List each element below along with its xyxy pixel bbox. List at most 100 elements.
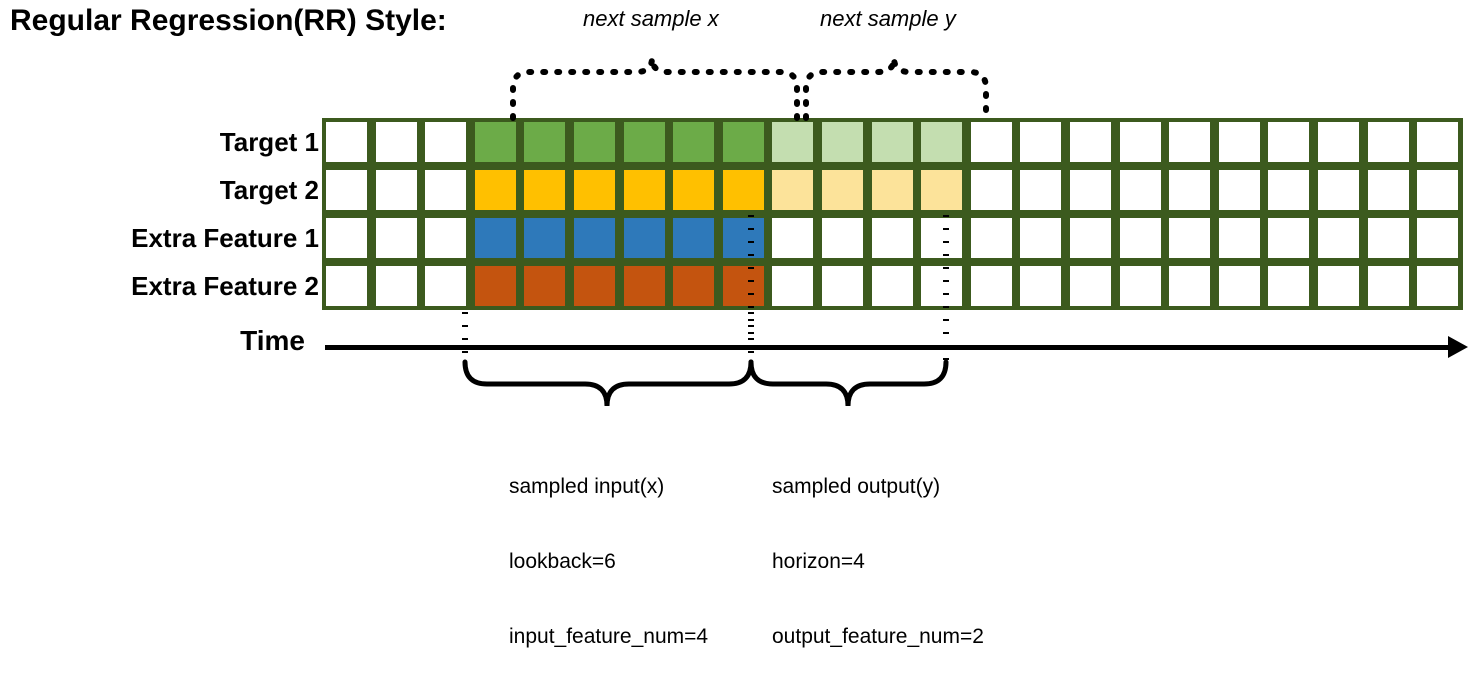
grid-cell-empty (425, 170, 467, 210)
grid-cell-empty (425, 218, 467, 258)
grid-cell-empty (1169, 218, 1211, 258)
grid-cell-empty (1367, 266, 1409, 306)
time-axis-label: Time (240, 325, 305, 356)
grid-cell-empty (1367, 122, 1409, 162)
top-brace-label-next-sample-x: next sample x (583, 6, 719, 31)
grid-cell-empty (970, 170, 1012, 210)
time-axis-arrow-icon (1448, 336, 1468, 358)
grid-cell-input (524, 218, 566, 258)
caption-sampled-input-feature-num: input_feature_num=4 (509, 625, 709, 648)
grid-cell-empty (1070, 122, 1111, 162)
caption-sampled-output-horizon: horizon=4 (772, 550, 865, 573)
grid-cell-output (772, 122, 814, 162)
grid-cell-empty (970, 218, 1012, 258)
grid-row-target-2 (322, 166, 1463, 214)
grid-cell-empty (375, 266, 417, 306)
grid-cell-output (822, 170, 863, 210)
grid-cell-input (623, 266, 665, 306)
caption-sampled-output-title: sampled output(y) (772, 475, 941, 498)
grid-cell-empty (772, 266, 814, 306)
top-brace-next-sample-y (803, 57, 989, 121)
grid-cell-input (574, 170, 615, 210)
grid-cell-input (474, 170, 516, 210)
grid-cell-empty (1020, 122, 1062, 162)
grid-cell-input (524, 170, 566, 210)
caption-sampled-output: sampled output(y) horizon=4 output_featu… (772, 424, 984, 674)
grid-cell-output (871, 170, 913, 210)
grid-cell-empty (425, 122, 467, 162)
grid-cell-empty (1268, 122, 1310, 162)
top-brace-next-sample-x (510, 57, 800, 121)
grid-cell-empty (1367, 218, 1409, 258)
grid-cell-empty (1169, 170, 1211, 210)
grid-cell-empty (1119, 218, 1161, 258)
grid-cell-empty (375, 122, 417, 162)
grid-cell-empty (822, 218, 863, 258)
grid-cell-empty (1367, 170, 1409, 210)
grid-cell-input (623, 218, 665, 258)
grid-cell-input (673, 170, 715, 210)
row-label-extra-feature-2: Extra Feature 2 (131, 271, 319, 301)
grid-row-extra-feature-1 (322, 214, 1463, 262)
bottom-brace-sampled-input (462, 359, 754, 407)
grid-cell-input (722, 122, 764, 162)
grid-cell-empty (1218, 122, 1260, 162)
grid-cell-empty (871, 218, 913, 258)
grid-cell-output (822, 122, 863, 162)
grid-cell-empty (326, 122, 367, 162)
bottom-brace-sampled-output (748, 359, 949, 407)
grid-cell-empty (1417, 218, 1459, 258)
caption-sampled-input: sampled input(x) lookback=6 input_featur… (509, 424, 708, 674)
grid-cell-empty (326, 170, 367, 210)
grid-cell-empty (326, 218, 367, 258)
grid-cell-empty (425, 266, 467, 306)
grid-cell-input (722, 218, 764, 258)
grid-cell-output (772, 170, 814, 210)
caption-sampled-output-feature-num: output_feature_num=2 (772, 625, 984, 648)
grid-cell-input (623, 170, 665, 210)
grid-cell-input (574, 266, 615, 306)
grid-cell-empty (1169, 122, 1211, 162)
page-title: Regular Regression(RR) Style: (10, 4, 447, 37)
grid-cell-empty (1020, 266, 1062, 306)
grid-cell-input (474, 218, 516, 258)
top-brace-label-next-sample-y: next sample y (820, 6, 956, 31)
grid-cell-input (474, 122, 516, 162)
grid-cell-input (474, 266, 516, 306)
grid-cell-empty (1318, 218, 1359, 258)
grid-cell-empty (772, 218, 814, 258)
caption-sampled-input-lookback: lookback=6 (509, 550, 616, 573)
grid-cell-empty (1070, 266, 1111, 306)
caption-sampled-input-title: sampled input(x) (509, 475, 665, 498)
row-label-target-2: Target 2 (219, 175, 319, 205)
grid-cell-empty (1417, 122, 1459, 162)
grid-cell-input (623, 122, 665, 162)
grid-cell-empty (1020, 170, 1062, 210)
grid-cell-empty (1169, 266, 1211, 306)
grid-cell-empty (326, 266, 367, 306)
grid-cell-empty (1318, 266, 1359, 306)
grid-cell-empty (921, 266, 963, 306)
row-label-target-1: Target 1 (219, 127, 319, 157)
grid-cell-empty (1268, 218, 1310, 258)
grid-cell-input (574, 218, 615, 258)
grid-cell-empty (375, 170, 417, 210)
grid-cell-input (722, 170, 764, 210)
grid-cell-empty (970, 122, 1012, 162)
grid-cell-empty (1318, 122, 1359, 162)
grid-cell-input (673, 122, 715, 162)
grid-cell-empty (1119, 122, 1161, 162)
grid-cell-output (871, 122, 913, 162)
grid-row-extra-feature-2 (322, 262, 1463, 310)
grid-cell-input (574, 122, 615, 162)
grid-cell-empty (1417, 170, 1459, 210)
row-label-extra-feature-1: Extra Feature 1 (131, 223, 319, 253)
grid-cell-empty (1268, 266, 1310, 306)
grid-cell-empty (1218, 170, 1260, 210)
grid-cell-empty (1020, 218, 1062, 258)
grid-cell-empty (871, 266, 913, 306)
grid-cell-empty (1070, 170, 1111, 210)
grid-cell-empty (970, 266, 1012, 306)
grid-cell-empty (1119, 266, 1161, 306)
grid-row-target-1 (322, 118, 1463, 166)
